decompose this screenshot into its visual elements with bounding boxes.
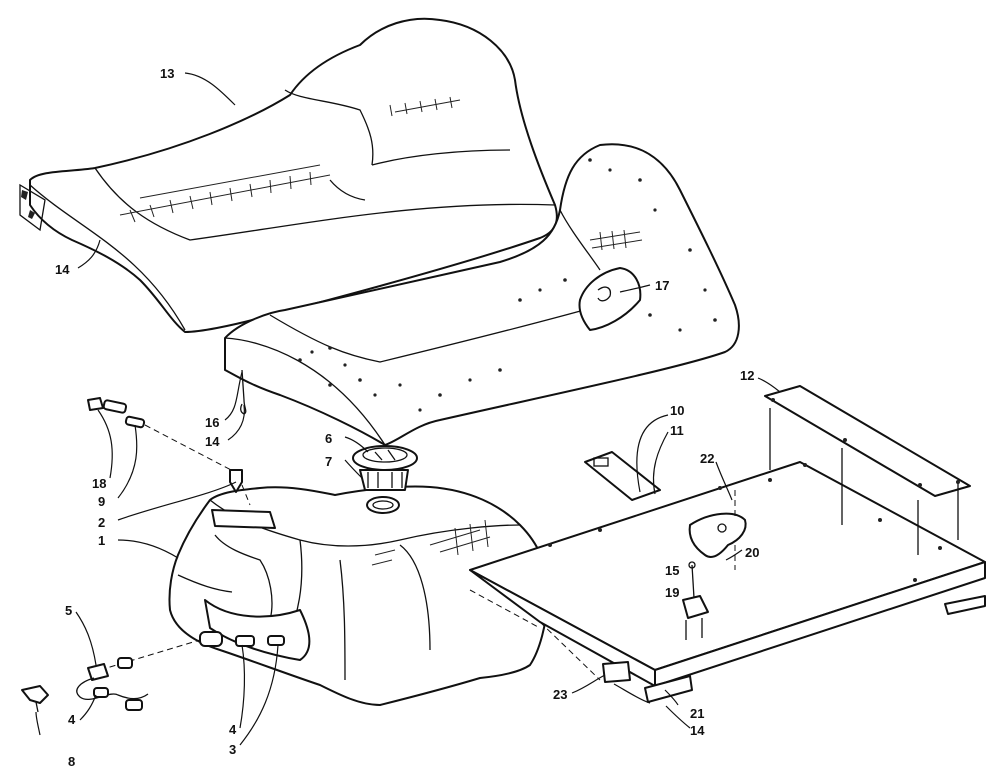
- callout-4: 4: [68, 712, 76, 727]
- callout-9: 9: [98, 494, 105, 509]
- strap-assembly: [584, 451, 661, 501]
- callout-23: 23: [553, 687, 567, 702]
- callout-6: 6: [325, 431, 332, 446]
- callout-22: 22: [700, 451, 714, 466]
- callout-1: 1: [98, 533, 105, 548]
- callout-2: 2: [98, 515, 105, 530]
- callout-17: 17: [655, 278, 669, 293]
- callout-5: 5: [65, 603, 72, 618]
- bracket-plate: [764, 385, 971, 555]
- fuel-tank: [168, 485, 550, 706]
- callout-15: 15: [665, 563, 679, 578]
- callout-13: 13: [160, 66, 174, 81]
- leader-lines: [35, 72, 781, 746]
- callout-11: 11: [670, 423, 684, 438]
- seat-base-frame: [224, 143, 740, 446]
- callout-14: 14: [55, 262, 70, 277]
- filler-neck-gasket: [359, 469, 409, 514]
- callout-8: 8: [68, 754, 75, 769]
- callout-12: 12: [740, 368, 754, 383]
- callout-14: 14: [205, 434, 220, 449]
- fuel-cap: [352, 445, 418, 471]
- callout-labels: 13 14 17 16 14 18 9 2 1 6 7 5 4 8 4 3 10…: [55, 66, 759, 769]
- base-pan: [469, 461, 986, 703]
- callout-20: 20: [745, 545, 759, 560]
- latch-clip: [688, 490, 747, 570]
- callout-3: 3: [229, 742, 236, 757]
- callout-21: 21: [690, 706, 704, 721]
- mount-bracket: [682, 561, 709, 640]
- callout-4: 4: [229, 722, 237, 737]
- fuel-fittings: [21, 397, 285, 713]
- callout-18: 18: [92, 476, 106, 491]
- callout-14: 14: [690, 723, 705, 738]
- callout-10: 10: [670, 403, 684, 418]
- callout-19: 19: [665, 585, 679, 600]
- callout-16: 16: [205, 415, 219, 430]
- seat-cushion: [19, 17, 558, 333]
- callout-7: 7: [325, 454, 332, 469]
